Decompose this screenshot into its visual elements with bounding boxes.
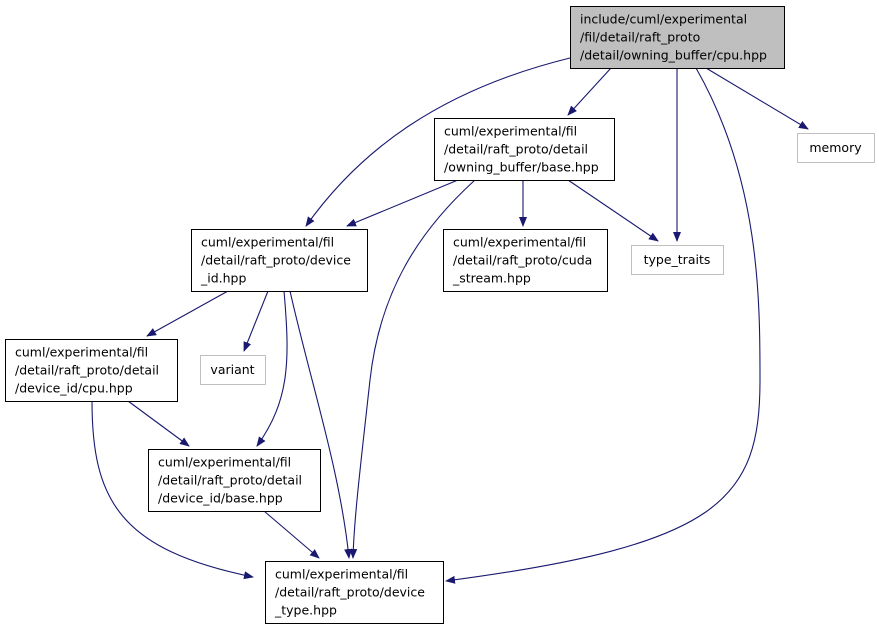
node-box: [631, 245, 724, 275]
edge-device_id-to-variant: [243, 290, 269, 352]
node-label-line: /detail/raft_proto/detail: [444, 142, 588, 157]
edge-device_id_cpu-to-device_id_base: [127, 400, 190, 447]
node-box: [265, 561, 444, 624]
node-label-line: /detail/owning_buffer/cpu.hpp: [580, 48, 767, 63]
edge-device_id_base-to-device_type: [263, 510, 320, 559]
node-type_traits: type_traits: [631, 245, 724, 275]
node-label-line: cuml/experimental/fil: [453, 235, 586, 250]
node-label-line: cuml/experimental/fil: [444, 124, 577, 139]
node-memory: memory: [797, 133, 875, 163]
node-label-line: /detail/raft_proto/detail: [15, 363, 159, 378]
node-label-line: /detail/raft_proto/device: [275, 585, 425, 600]
node-root[interactable]: include/cuml/experimental/fil/detail/raf…: [570, 6, 785, 69]
node-box: [434, 118, 615, 181]
node-label-line: cuml/experimental/fil: [201, 235, 334, 250]
edge-device_id-to-device_id_base: [256, 290, 288, 447]
node-label-line: cuml/experimental/fil: [158, 455, 291, 470]
node-label-line: /device_id/base.hpp: [158, 491, 283, 506]
edge-device_id-to-device_id_cpu: [146, 290, 229, 337]
node-device_id_cpu[interactable]: cuml/experimental/fil/detail/raft_proto/…: [5, 339, 178, 402]
node-label-line: _stream.hpp: [452, 271, 531, 286]
nodes-layer: include/cuml/experimental/fil/detail/raf…: [5, 6, 875, 624]
edge-device_id_cpu-to-device_type: [91, 400, 254, 580]
node-label-line: cuml/experimental/fil: [275, 567, 408, 582]
node-box: [148, 449, 321, 512]
node-label-line: include/cuml/experimental: [580, 12, 747, 27]
node-device_id_base[interactable]: cuml/experimental/fil/detail/raft_proto/…: [148, 449, 321, 512]
node-label-line: variant: [210, 362, 254, 377]
node-variant: variant: [200, 355, 266, 385]
edge-root-to-base_hpp: [567, 67, 612, 116]
node-box: [5, 339, 178, 402]
edge-base_hpp-to-type_traits: [567, 179, 659, 242]
edge-root-to-memory: [705, 67, 809, 130]
node-label-line: cuml/experimental/fil: [15, 345, 148, 360]
node-box: [191, 229, 368, 292]
node-label-line: /detail/raft_proto/cuda: [453, 253, 592, 268]
node-label-line: type_traits: [644, 252, 711, 267]
node-base_hpp[interactable]: cuml/experimental/fil/detail/raft_proto/…: [434, 118, 615, 181]
edge-base_hpp-to-device_id: [346, 179, 459, 227]
edges-layer: [91, 57, 809, 584]
node-box: [200, 355, 266, 385]
node-label-line: memory: [809, 140, 862, 155]
node-label-line: /owning_buffer/base.hpp: [444, 160, 599, 175]
edge-root-to-device_id: [305, 57, 571, 227]
node-box: [797, 133, 875, 163]
node-box: [443, 229, 608, 292]
node-label-line: /device_id/cpu.hpp: [15, 381, 133, 396]
node-label-line: _type.hpp: [274, 603, 337, 618]
edge-base_hpp-to-device_type: [349, 179, 476, 559]
node-label-line: _id.hpp: [200, 271, 246, 286]
node-label-line: /detail/raft_proto/device: [201, 253, 351, 268]
node-device_type[interactable]: cuml/experimental/fil/detail/raft_proto/…: [265, 561, 444, 624]
node-label-line: /fil/detail/raft_proto: [580, 30, 700, 45]
node-box: [570, 6, 785, 69]
node-cuda_stream[interactable]: cuml/experimental/fil/detail/raft_proto/…: [443, 229, 608, 292]
node-device_id[interactable]: cuml/experimental/fil/detail/raft_proto/…: [191, 229, 368, 292]
edge-device_id-to-device_type: [289, 290, 353, 559]
node-label-line: /detail/raft_proto/detail: [158, 473, 302, 488]
edge-root-to-device_type: [445, 67, 761, 584]
